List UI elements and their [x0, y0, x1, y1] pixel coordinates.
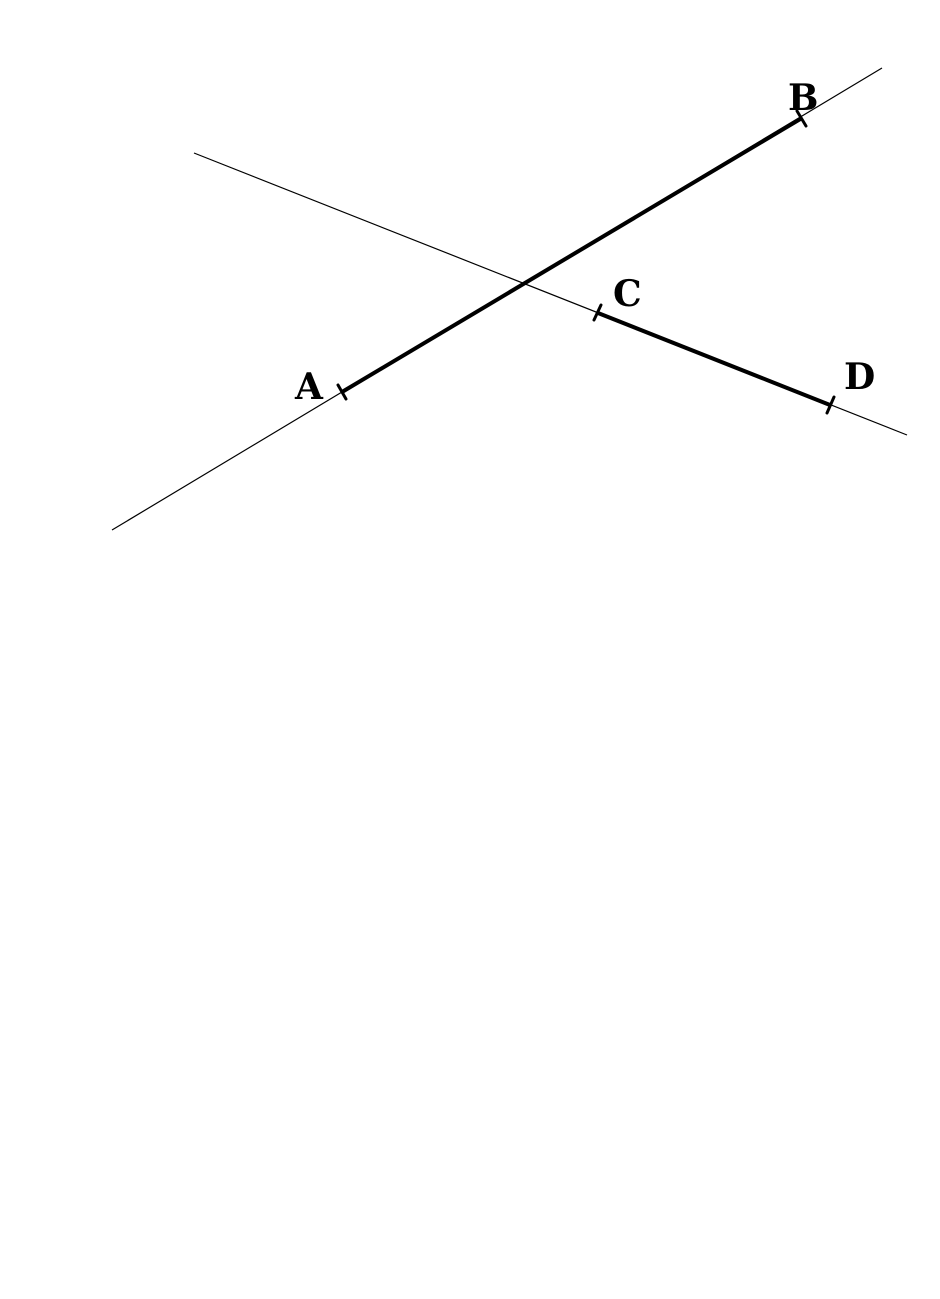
point-label-d: D [844, 356, 875, 398]
tick-b [795, 109, 808, 128]
segment-cd [597, 311, 831, 407]
tick-c [592, 303, 603, 322]
tick-a [336, 383, 348, 401]
point-label-c: C [613, 273, 642, 315]
point-label-b: B [788, 77, 818, 119]
segment-ab [340, 116, 804, 394]
tick-d [825, 395, 836, 415]
point-label-a: A [294, 366, 324, 408]
